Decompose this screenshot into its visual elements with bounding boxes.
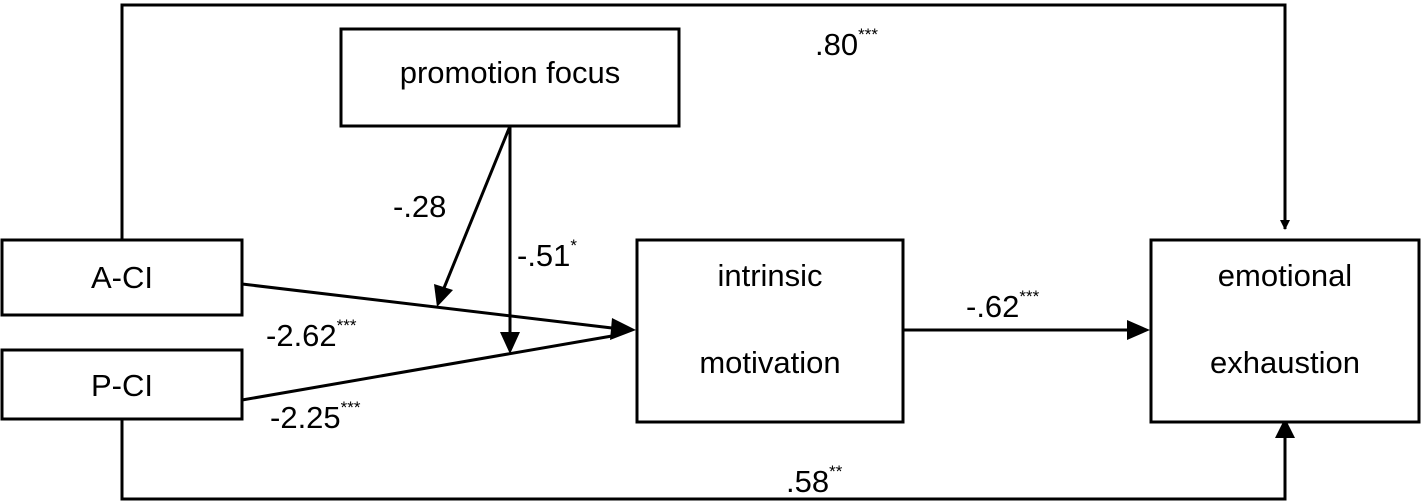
- coef-p-ci-to-exhaustion: .58**: [786, 462, 843, 499]
- arrowhead-a-ci-motivation: [610, 318, 636, 340]
- path-p-ci-to-motivation: [241, 334, 613, 402]
- node-label-line-1: emotional: [1218, 258, 1352, 293]
- node-promotion-focus: promotion focus: [339, 27, 681, 128]
- node-label: A-CI: [91, 260, 153, 295]
- node-a-ci: A-CI: [0, 238, 244, 317]
- arrowhead-motivation-exhaustion: [1127, 320, 1150, 340]
- node-emotional-exhaustion: emotional exhaustion: [1149, 238, 1421, 424]
- coef-focus-moderates-p-ci: -.51*: [517, 236, 577, 273]
- arrowhead-bottom-up: [1275, 418, 1295, 438]
- node-p-ci: P-CI: [0, 348, 244, 421]
- coef-a-ci-to-motivation: -2.62***: [266, 316, 357, 353]
- path-focus-moderates-a-ci: [442, 125, 512, 289]
- node-label: P-CI: [91, 368, 153, 403]
- path-p-ci-to-exhaustion: [120, 419, 1287, 501]
- arrowhead-focus-a-ci: [434, 284, 453, 307]
- coef-focus-moderates-a-ci: -.28: [393, 189, 446, 224]
- node-label-line-1: intrinsic: [717, 258, 822, 293]
- arrowhead-focus-p-ci: [500, 332, 520, 354]
- path-a-ci-to-motivation: [241, 282, 613, 330]
- coef-p-ci-to-motivation: -2.25***: [270, 398, 361, 435]
- node-label: promotion focus: [400, 55, 621, 90]
- coef-motivation-to-exhaustion: -.62***: [966, 287, 1040, 324]
- node-label-line-2: motivation: [699, 345, 840, 380]
- path-a-ci-to-exhaustion: [120, 3, 1290, 240]
- node-label-line-2: exhaustion: [1210, 345, 1360, 380]
- coef-a-ci-to-exhaustion: .80***: [815, 25, 878, 62]
- node-intrinsic-motivation: intrinsic motivation: [635, 238, 905, 424]
